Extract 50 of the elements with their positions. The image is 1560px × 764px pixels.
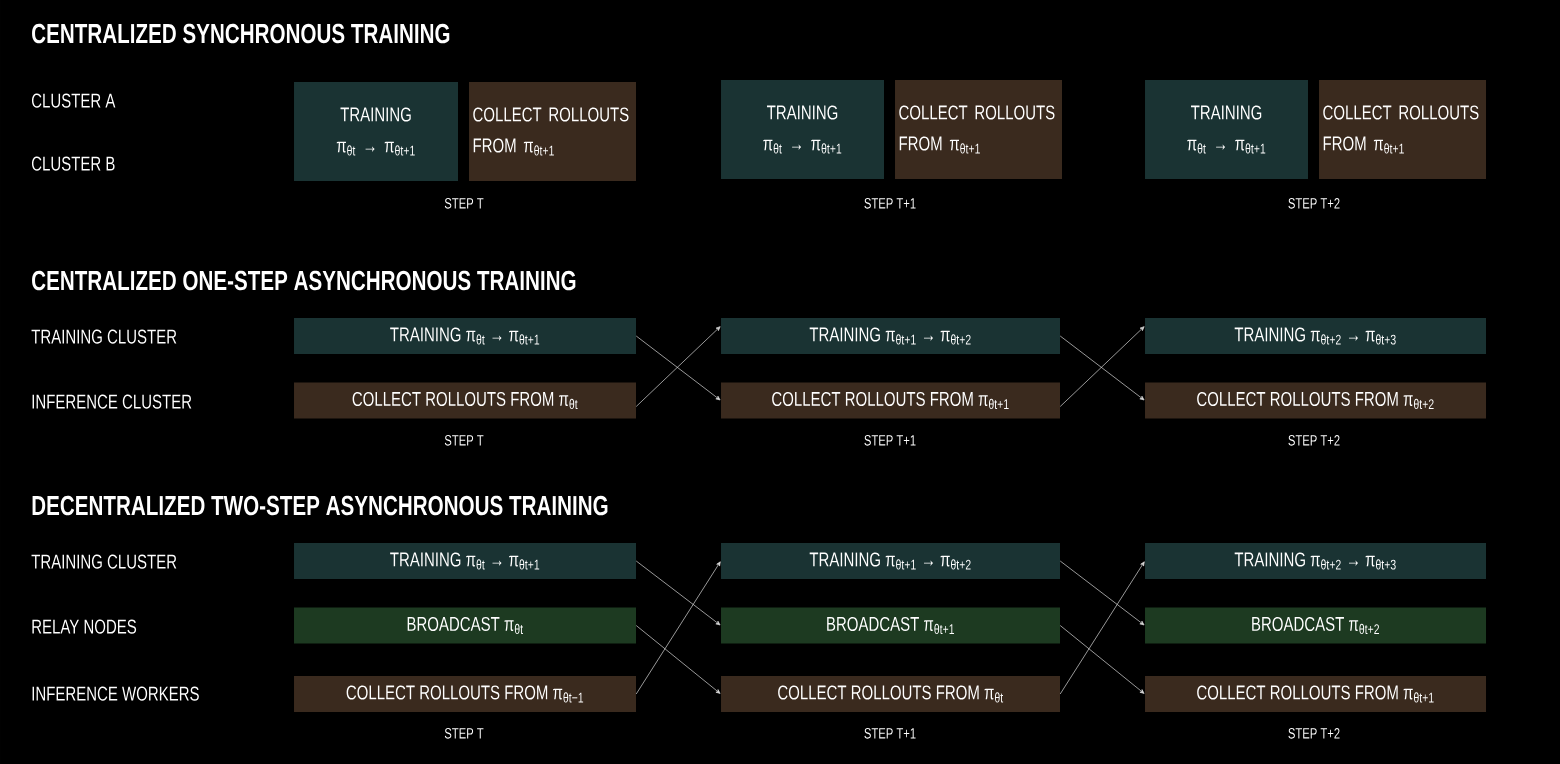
row-label: CLUSTER A	[31, 93, 116, 108]
rollout-box: COLLECT ROLLOUTS FROM π$_{θt+1}$	[469, 82, 636, 181]
section-heading: DECENTRALIZED TWO-STEP ASYNCHRONOUS TRAINING	[32, 495, 608, 516]
section-heading: CENTRALIZED ONE-STEP ASYNCHRONOUS TRAINING	[32, 270, 576, 291]
rollout-box: COLLECT ROLLOUTS FROM π$_{θt}$	[294, 382, 636, 419]
arrow	[1059, 561, 1145, 695]
broadcast-box: BROADCAST π$_{θt+2}$	[1145, 607, 1486, 644]
arrow	[1059, 335, 1145, 401]
broadcast-box: BROADCAST π$_{θt+1}$	[721, 607, 1060, 644]
arrow	[635, 561, 721, 695]
step-label: STEP T	[444, 198, 484, 209]
rollout-box: COLLECT ROLLOUTS FROM π$_{θt+2}$	[1145, 382, 1486, 419]
broadcast-box: BROADCAST π$_{θt}$	[294, 607, 636, 644]
rollout-box: COLLECT ROLLOUTS FROM π$_{θt}$	[721, 676, 1060, 712]
rollout-box: COLLECT ROLLOUTS FROM π$_{θt+1}$	[1145, 676, 1486, 712]
arrow	[1059, 326, 1145, 407]
row-label: INFERENCE WORKERS	[32, 686, 199, 701]
row-label: TRAINING CLUSTER	[31, 329, 177, 344]
training-box: TRAINING π$_{θt}$ → π$_{θt+1}$	[294, 318, 636, 354]
row-label: CLUSTER B	[31, 156, 115, 171]
training-box: TRAINING π$_{θt+2}$ → π$_{θt+3}$	[1145, 543, 1486, 579]
rollout-box: COLLECT ROLLOUTS FROM π$_{θt−1}$	[294, 676, 636, 712]
rollout-box: COLLECT ROLLOUTS FROM π$_{θt+1}$	[721, 382, 1060, 419]
step-label: STEP T+2	[1288, 435, 1340, 446]
row-label: INFERENCE CLUSTER	[32, 394, 192, 409]
training-box: TRAINING π$_{θt}$ → π$_{θt+1}$	[721, 80, 884, 179]
step-label: STEP T+2	[1288, 198, 1340, 209]
step-label: STEP T	[444, 435, 484, 446]
row-label: TRAINING CLUSTER	[31, 554, 177, 569]
arrow	[635, 625, 721, 694]
step-label: STEP T+1	[864, 728, 916, 739]
step-label: STEP T+1	[864, 435, 916, 446]
row-label: RELAY NODES	[32, 619, 137, 634]
arrow	[635, 326, 721, 407]
training-box: TRAINING π$_{θt+2}$ → π$_{θt+3}$	[1145, 318, 1486, 354]
arrow	[1059, 560, 1145, 626]
training-box: TRAINING π$_{θt}$ → π$_{θt+1}$	[294, 543, 636, 579]
training-box: TRAINING π$_{θt+1}$ → π$_{θt+2}$	[721, 318, 1060, 354]
section-heading: CENTRALIZED SYNCHRONOUS TRAINING	[32, 23, 450, 44]
training-box: TRAINING π$_{θt}$ → π$_{θt+1}$	[294, 82, 458, 181]
step-label: STEP T	[444, 728, 484, 739]
training-box: TRAINING π$_{θt}$ → π$_{θt+1}$	[1145, 80, 1308, 179]
rollout-box: COLLECT ROLLOUTS FROM π$_{θt+1}$	[1319, 80, 1486, 179]
arrow	[635, 560, 721, 626]
arrow	[1059, 625, 1145, 694]
step-label: STEP T+2	[1288, 728, 1340, 739]
training-box: TRAINING π$_{θt+1}$ → π$_{θt+2}$	[721, 543, 1060, 579]
step-label: STEP T+1	[864, 198, 916, 209]
arrow	[635, 335, 721, 401]
rollout-box: COLLECT ROLLOUTS FROM π$_{θt+1}$	[895, 80, 1062, 179]
